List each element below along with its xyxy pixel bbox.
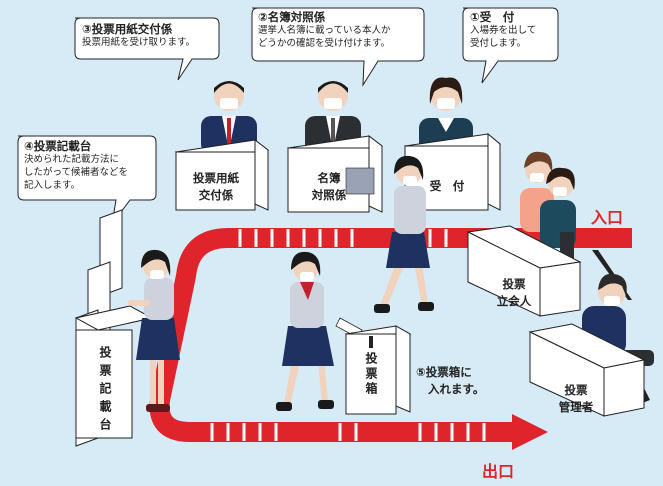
witness-label: 投票 立会人 [484,276,544,310]
table-witness [466,225,582,317]
reception-label: 受 付 [429,179,465,193]
route-path [149,228,632,450]
witness-label-line-2: 立会人 [496,294,532,308]
manager-label-line-1: 投票 [564,383,588,397]
roll-check-label-line-2: 対照係 [311,188,347,202]
station-4-body-line-3: 記入します。 [24,180,81,191]
counter-ballot-issue [174,138,270,211]
ballot-box-label: 投票箱 [364,352,378,397]
writing-desk [74,209,154,447]
roll-check-label: 名簿 対照係 [293,170,365,204]
station-2-body-line-2: どうかの確認を受け付けます。 [258,38,391,49]
station-5-line-1: ⑤投票箱に [416,365,472,379]
voter-walking [276,251,363,411]
station-3-body: 投票用紙を受け取ります。 [82,37,196,48]
station-3-bubble: ③投票用紙交付係 投票用紙を受け取ります。 [82,23,195,49]
manager-label: 投票 管理者 [544,382,608,416]
exit-label: 出口 [482,462,515,481]
bubble-s2 [251,7,425,87]
station-3-title: ③投票用紙交付係 [82,22,173,36]
station-1-title: ①受 付 [470,10,515,24]
station-2-body-line-1: 選挙人名簿に載っている本人か [258,25,391,36]
station-5-line-2: 入れます。 [428,382,485,396]
ballot-issue-label: 投票用紙 交付係 [180,170,252,204]
station-1-body-line-1: 入場券を出して [470,25,537,36]
voter-at-desk [128,249,180,412]
table-manager [528,323,646,417]
station-4-body-line-2: したがって候補者などを [24,167,129,178]
manager-label-line-2: 管理者 [558,400,594,414]
station-1-bubble: ①受 付 入場券を出して 受付します。 [470,11,536,50]
station-1-body-line-2: 受付します。 [470,38,527,49]
ballot-box [344,325,412,415]
station-4-title: ④投票記載台 [24,139,92,153]
bubble-s1 [462,7,559,84]
station-4-bubble: ④投票記載台 決められた記載方法に したがって候補者などを 記入します。 [24,140,128,192]
witness-label-line-1: 投票 [502,277,526,291]
station-5-label: ⑤投票箱に 入れます。 [416,364,484,398]
entrance-label: 入口 [591,208,624,227]
writing-desk-label: 投票記載台 [98,346,112,436]
ballot-issue-label-line-1: 投票用紙 [193,171,239,185]
witness-people [520,151,632,300]
bubble-s3 [74,17,220,81]
voter-with-paper [345,155,434,313]
ballot-issue-label-line-2: 交付係 [198,188,234,202]
station-2-title: ②名簿対照係 [258,10,326,24]
station-2-bubble: ②名簿対照係 選挙人名簿に載っている本人か どうかの確認を受け付けます。 [258,11,391,50]
roll-check-label-line-1: 名簿 [317,171,341,185]
station-4-body-line-1: 決められた記載方法に [24,154,120,165]
